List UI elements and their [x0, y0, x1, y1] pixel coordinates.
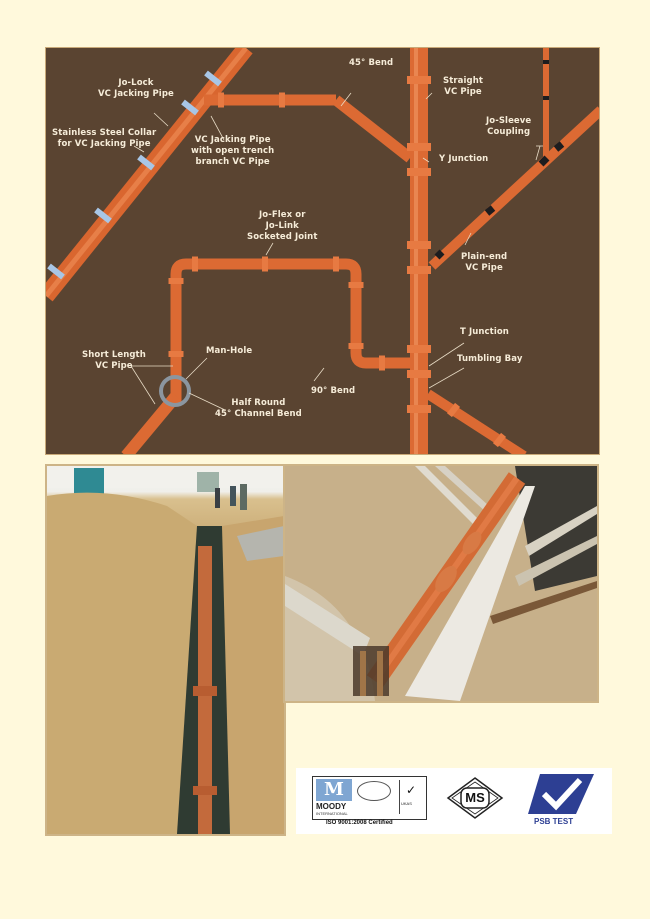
label-line: Jo-Link	[265, 221, 299, 231]
moody-sub: INTERNATIONAL	[316, 811, 348, 816]
label-jo-sleeve: Jo-Sleeve Coupling	[486, 116, 531, 138]
label-45-bend: 45° Bend	[349, 58, 394, 68]
label-line: Jo-Flex or	[259, 210, 306, 220]
label-half-round: Half Round 45° Channel Bend	[215, 398, 302, 420]
label-line: VC Pipe	[465, 263, 503, 273]
label-jo-flex: Jo-Flex or Jo-Link Socketed Joint	[247, 210, 318, 243]
label-line: Short Length	[82, 350, 146, 360]
excavator-shape	[74, 468, 104, 494]
label-short-length: Short Length VC Pipe	[82, 350, 146, 372]
label-line: VC Jacking Pipe	[194, 135, 271, 145]
ukas-crown-check-icon: ✓	[399, 780, 422, 814]
label-line: Socketed Joint	[247, 232, 318, 242]
moody-certification-logo: M MOODY INTERNATIONAL ✓ UKAS	[312, 776, 427, 820]
label-straight-vc-pipe: Straight VC Pipe	[443, 76, 483, 98]
label-line: VC Pipe	[95, 361, 133, 371]
label-line: Half Round	[231, 398, 286, 408]
ms-certification-logo: MS	[446, 776, 504, 820]
trench-scene	[47, 466, 284, 834]
psb-test-logo: PSB TEST	[526, 772, 596, 828]
label-line: for VC Jacking Pipe	[57, 139, 151, 149]
psb-check-icon	[528, 774, 594, 814]
label-line: Stainless Steel Collar	[52, 128, 157, 138]
label-90-bend: 90° Bend	[311, 386, 356, 396]
iso-caption: ISO 9001:2008 Certified	[326, 820, 393, 826]
moody-m-emblem-icon: M	[316, 779, 352, 801]
label-line: Jo-Lock	[118, 78, 154, 88]
trench-installation-photo	[45, 464, 286, 836]
standards-oval-icon	[357, 781, 391, 801]
label-jo-lock: Jo-Lock VC Jacking Pipe	[98, 78, 174, 100]
moody-name: MOODY	[316, 802, 347, 811]
label-man-hole: Man-Hole	[206, 346, 253, 356]
label-line: with open trench	[191, 146, 275, 156]
label-line: VC Jacking Pipe	[98, 89, 174, 99]
label-line: 45° Channel Bend	[215, 409, 302, 419]
pipe-system-diagram: Jo-Lock VC Jacking Pipe Stainless Steel …	[45, 47, 600, 455]
label-line: Plain-end	[461, 252, 508, 262]
ms-text: MS	[465, 790, 485, 805]
label-line: Jo-Sleeve	[486, 116, 532, 126]
ukas-label: UKAS	[401, 801, 412, 806]
label-line: VC Pipe	[444, 87, 482, 97]
psb-text: PSB TEST	[534, 817, 574, 826]
label-tumbling-bay: Tumbling Bay	[457, 354, 523, 364]
label-vc-jacking-open-trench: VC Jacking Pipe with open trench branch …	[191, 135, 274, 168]
pipe-network-illustration	[46, 48, 599, 454]
label-line: branch VC Pipe	[195, 157, 270, 167]
label-line: Straight	[443, 76, 484, 86]
certification-logos: M MOODY INTERNATIONAL ✓ UKAS ISO 9001:20…	[296, 768, 612, 834]
label-plain-end: Plain-end VC Pipe	[461, 252, 507, 274]
label-t-junction: T Junction	[460, 327, 509, 337]
label-y-junction: Y Junction	[439, 154, 489, 164]
bedding-scene	[285, 466, 597, 701]
ms-diamond-icon	[446, 777, 504, 819]
pipe-bedding-photo	[283, 464, 599, 703]
label-stainless-collar: Stainless Steel Collar for VC Jacking Pi…	[52, 128, 156, 150]
label-line: Coupling	[487, 127, 531, 137]
